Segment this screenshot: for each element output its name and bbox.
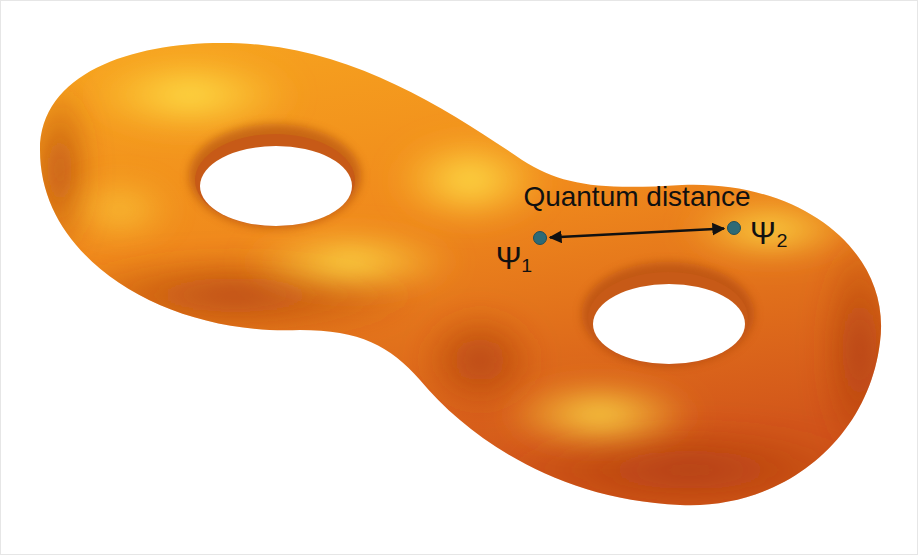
distance-arrow — [550, 229, 724, 238]
torus-hole — [582, 262, 754, 366]
shading — [30, 55, 900, 515]
torus-hole — [189, 124, 361, 228]
state-label: Ψ₂ — [750, 218, 788, 249]
state-label: Ψ₁ — [496, 243, 532, 274]
state-point: Ψ₁ — [533, 231, 547, 245]
edge-label: Quantum distance — [523, 183, 750, 211]
state-point: Ψ₂ — [727, 221, 741, 235]
